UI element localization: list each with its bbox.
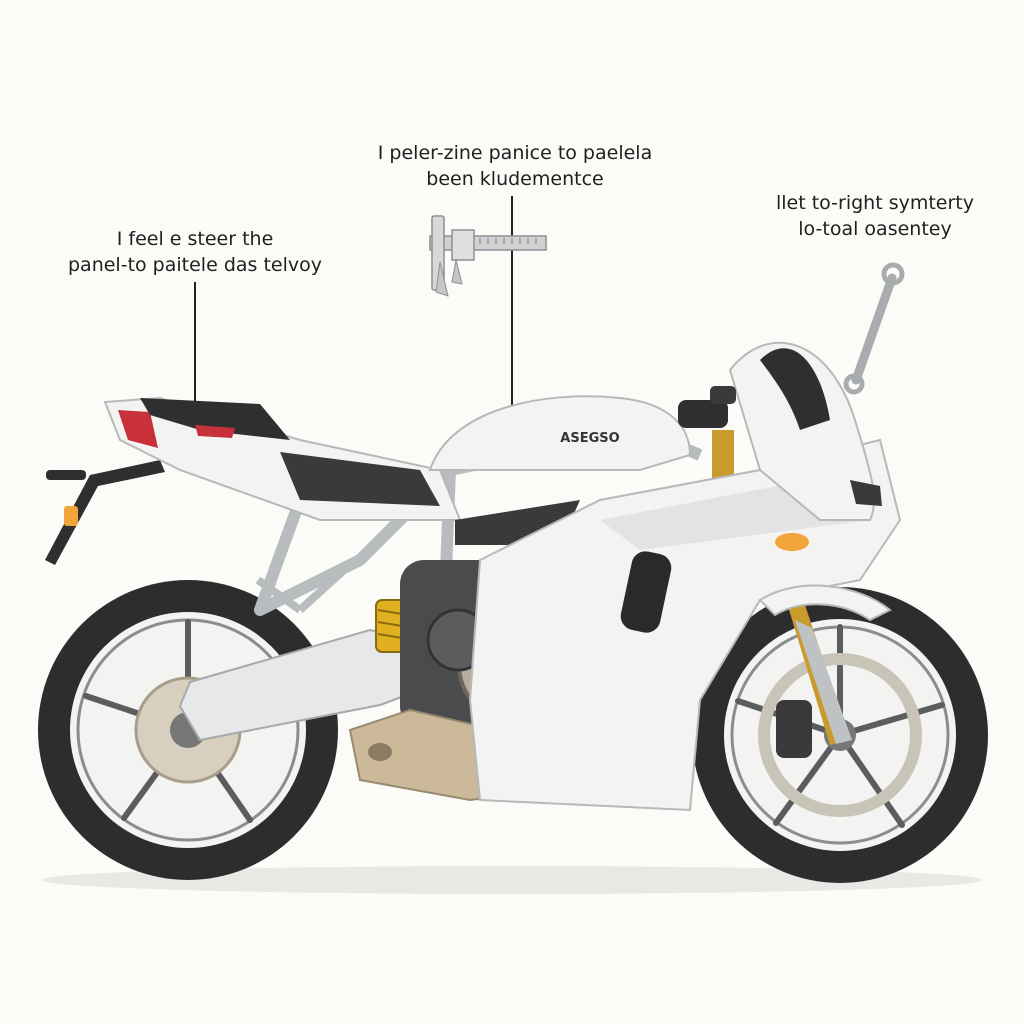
callout-center-line2: been kludementce bbox=[426, 168, 604, 190]
callout-center-line1: I peler-zine panice to paelela bbox=[377, 142, 653, 164]
headlight bbox=[850, 480, 882, 506]
rear-indicator bbox=[64, 506, 78, 526]
callout-right-line2: lo-toal oasentey bbox=[798, 218, 952, 240]
license-bracket bbox=[45, 460, 165, 565]
rear-wheel bbox=[38, 580, 338, 880]
rear-seat bbox=[140, 398, 290, 440]
front-caliper bbox=[776, 700, 812, 758]
callout-right: llet to-right symterty lo-toal oasentey bbox=[730, 190, 1020, 242]
callout-left-line1: I feel e steer the bbox=[116, 228, 274, 250]
front-brake-disc bbox=[758, 653, 922, 817]
rider-seat bbox=[280, 452, 440, 506]
callout-left-line2: panel-to paitele das telvoy bbox=[68, 254, 322, 276]
callout-right-line1: llet to-right symterty bbox=[776, 192, 974, 214]
callout-center: I peler-zine panice to paelela been klud… bbox=[340, 140, 690, 192]
tank-badge: ASEGSO bbox=[560, 431, 619, 446]
fairing-vent bbox=[620, 551, 672, 633]
nose-fairing bbox=[728, 341, 876, 521]
windscreen bbox=[760, 348, 830, 430]
subframe bbox=[255, 557, 358, 614]
taillight bbox=[118, 410, 158, 448]
callout-left: I feel e steer the panel-to paitele das … bbox=[40, 226, 350, 278]
fuel-tank bbox=[428, 395, 692, 471]
front-indicator bbox=[775, 533, 809, 551]
ground-shadow bbox=[42, 866, 982, 894]
handlebar bbox=[678, 386, 736, 428]
wrench-icon bbox=[843, 262, 905, 395]
front-fork bbox=[712, 430, 852, 745]
caliper-icon bbox=[429, 215, 547, 297]
front-mudguard bbox=[758, 584, 892, 622]
tail-stripe bbox=[195, 425, 235, 438]
